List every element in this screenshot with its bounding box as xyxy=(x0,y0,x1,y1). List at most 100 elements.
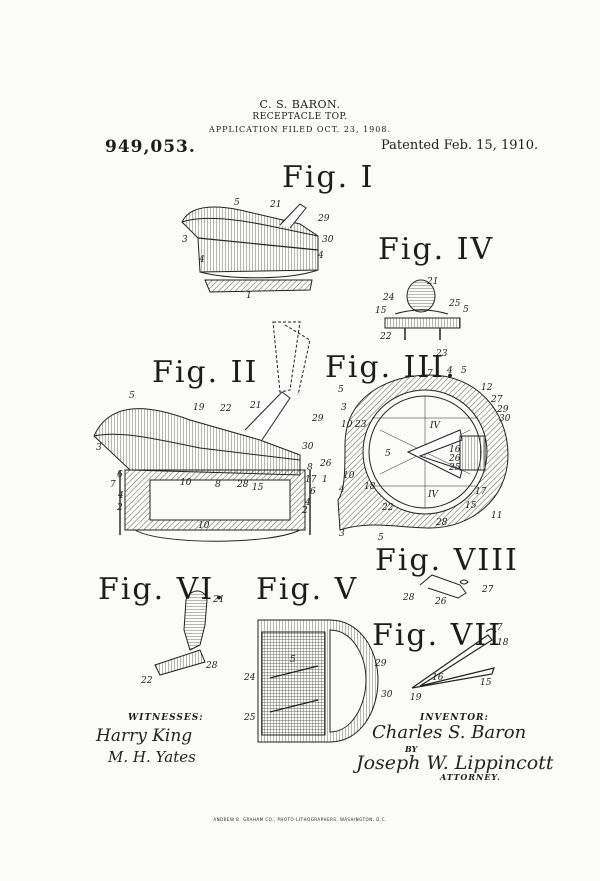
ref-numeral: 17 xyxy=(491,623,503,633)
ref-numeral: 3 xyxy=(96,443,102,453)
ref-numeral: 5 xyxy=(385,449,391,459)
fig-6-numerals: 21 22 28 xyxy=(140,595,224,686)
ref-numeral: 21 xyxy=(426,277,438,287)
ref-numeral: 28 xyxy=(402,593,415,603)
ref-numeral: 15 xyxy=(252,483,264,493)
fig-5-numerals: 5 29 24 30 25 xyxy=(243,655,393,723)
ref-numeral: 8 xyxy=(307,463,313,473)
inventor-name: C. S. BARON. xyxy=(259,98,341,111)
ref-numeral: 17 xyxy=(475,487,487,497)
attorney-signature: Joseph W. Lippincott xyxy=(356,752,554,774)
fig-4-numerals: 21 24 25 5 15 22 23 xyxy=(375,277,469,359)
ref-numeral: IV xyxy=(429,421,442,431)
ref-numeral: 4 xyxy=(198,255,205,265)
ref-numeral: 22 xyxy=(379,332,392,342)
ref-numeral: 7 xyxy=(110,480,116,490)
ref-numeral: 18 xyxy=(497,638,509,648)
ref-numeral: 19 xyxy=(410,693,422,703)
ref-numeral: 2 xyxy=(301,506,308,516)
ref-numeral: 29 xyxy=(374,659,387,669)
ref-numeral: 23 xyxy=(435,349,448,359)
fig-7-label: Fig. VII xyxy=(372,618,503,653)
document-title: RECEPTACLE TOP. xyxy=(252,112,348,122)
ref-numeral: 16 xyxy=(432,673,444,683)
ref-numeral: 5 xyxy=(463,305,469,315)
fig-4-label: Fig. IV xyxy=(378,232,495,267)
ref-numeral: 30 xyxy=(322,235,334,245)
fig-3-numerals: 5 3 7 4 5 12 27 29 30 10 23 IV 5 16 26 2… xyxy=(338,366,511,543)
ref-numeral: 5 xyxy=(129,391,135,401)
ref-numeral: 3 xyxy=(339,529,345,539)
ref-numeral: 4 xyxy=(446,366,453,376)
by-label: BY xyxy=(405,744,418,754)
ref-numeral: 1 xyxy=(322,475,328,485)
fig-7-drawing xyxy=(411,628,497,689)
witnesses-label: WITNESSES: xyxy=(128,713,204,723)
ref-numeral: 15 xyxy=(465,501,477,511)
fig-8-drawing xyxy=(419,574,469,599)
witness-signature-1: Harry King xyxy=(96,726,193,746)
ref-numeral: 2 xyxy=(116,503,123,513)
fig-6-drawing xyxy=(154,590,208,676)
fig-3-label: Fig. III. xyxy=(325,350,457,385)
ref-numeral: 29 xyxy=(311,414,324,424)
ref-numeral: 5 xyxy=(338,385,344,395)
ref-numeral: 10 xyxy=(343,471,355,481)
ref-numeral: 22 xyxy=(381,503,394,513)
printer-credit: ANDREW B. GRAHAM CO., PHOTO-LITHOGRAPHER… xyxy=(213,817,387,822)
ref-numeral: 26 xyxy=(319,459,332,469)
fig-8-label: Fig. VIII xyxy=(375,543,519,578)
ref-numeral: 5 xyxy=(234,198,240,208)
ref-numeral: 15 xyxy=(480,678,492,688)
ref-numeral: 30 xyxy=(302,442,314,452)
ref-numeral: 17 xyxy=(305,475,317,485)
fig-2-label: Fig. II xyxy=(152,355,259,390)
ref-numeral: 6 xyxy=(117,470,123,480)
ref-numeral: 29 xyxy=(496,405,509,415)
ref-numeral: 30 xyxy=(381,690,393,700)
application-filed: APPLICATION FILED OCT. 23, 1908. xyxy=(209,125,391,134)
ref-numeral: 30 xyxy=(499,414,511,424)
ref-numeral: 4 xyxy=(117,491,124,501)
fig-4-drawing xyxy=(384,279,461,340)
ref-numeral: 26 xyxy=(448,454,461,464)
ref-numeral: 5 xyxy=(461,366,467,376)
attorney-label: ATTORNEY. xyxy=(440,772,501,782)
ref-numeral: 12 xyxy=(481,383,493,393)
ref-numeral: 10 xyxy=(180,478,192,488)
ref-numeral: 3 xyxy=(341,403,347,413)
ref-numeral: 15 xyxy=(375,306,387,316)
fig-3-drawing xyxy=(337,374,509,531)
fig-2-drawing xyxy=(93,321,311,542)
ref-numeral: 10 xyxy=(341,420,353,430)
ref-numeral: 22 xyxy=(219,404,232,414)
ref-numeral: 25 xyxy=(448,463,461,473)
ref-numeral: 25 xyxy=(243,713,256,723)
ref-numeral: 16 xyxy=(449,445,461,455)
ref-numeral: 26 xyxy=(434,597,447,607)
fig-1-drawing xyxy=(181,203,319,293)
fig-6-label: Fig. VI. xyxy=(98,572,226,607)
ref-numeral: IV xyxy=(427,490,440,500)
fig-1-label: Fig. I xyxy=(282,160,375,195)
ref-numeral: 18 xyxy=(364,482,376,492)
witness-signature-2: M. H. Yates xyxy=(108,748,196,766)
ref-numeral: 1 xyxy=(246,291,252,301)
ref-numeral: 28 xyxy=(236,480,249,490)
ref-numeral: 23 xyxy=(354,420,367,430)
ref-numeral: 24 xyxy=(243,673,256,683)
fig-7-numerals: 17 18 16 15 19 xyxy=(410,623,509,703)
ref-numeral: 27 xyxy=(481,585,494,595)
ref-numeral: 28 xyxy=(205,661,218,671)
ref-numeral: 22 xyxy=(140,676,153,686)
ref-numeral: 21 xyxy=(212,595,224,605)
ref-numeral: 4 xyxy=(317,251,324,261)
patent-number: 949,053. xyxy=(105,137,196,157)
fig-1-numerals: 5 21 29 30 3 4 4 1 xyxy=(182,198,334,301)
ref-numeral: 5 xyxy=(290,655,296,665)
ref-numeral: 25 xyxy=(448,299,461,309)
ref-numeral: 4 xyxy=(304,498,311,508)
inventor-signature: Charles S. Baron xyxy=(372,722,527,743)
ref-numeral: 11 xyxy=(491,511,502,521)
